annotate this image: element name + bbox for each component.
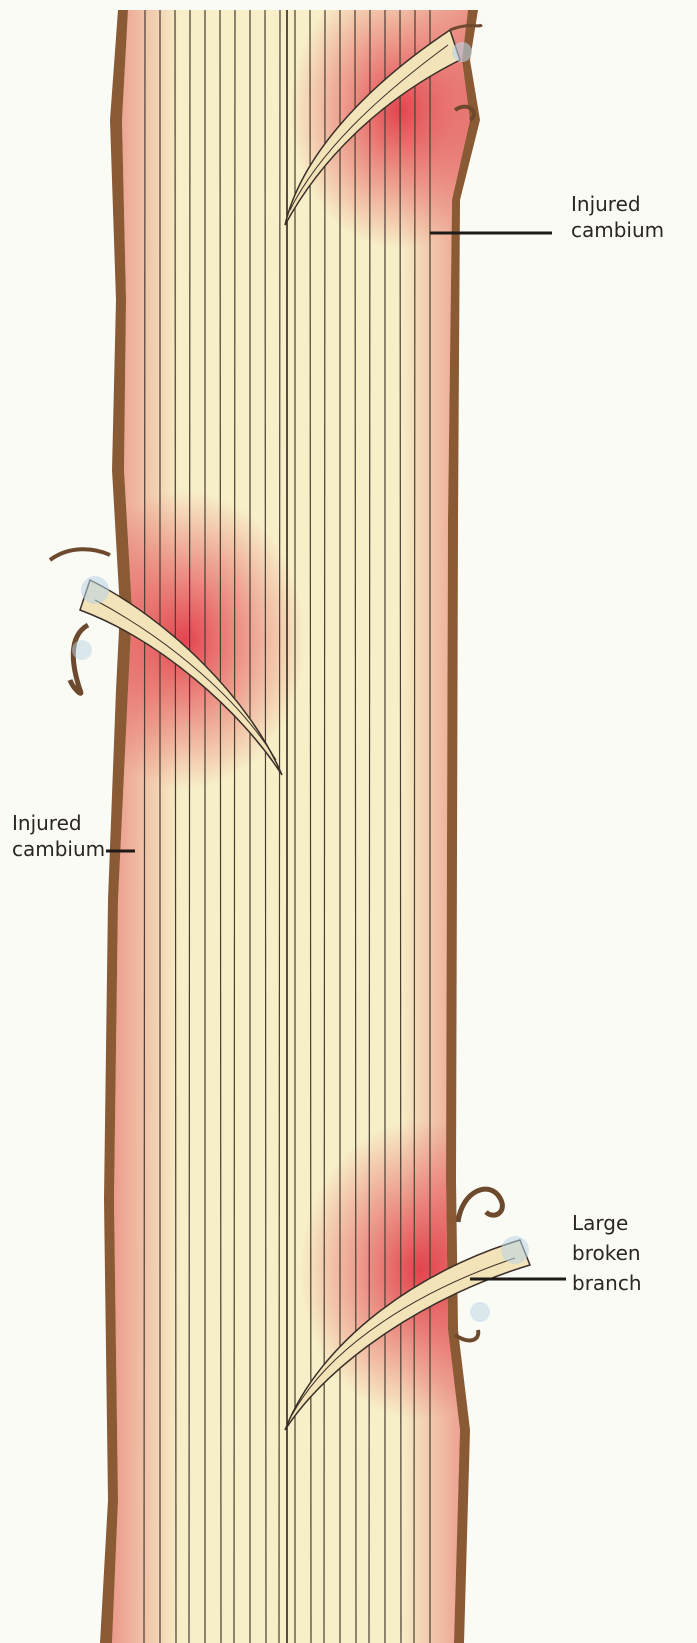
label-injured-cambium-top: Injured cambium	[571, 191, 664, 243]
label-line: Injured	[571, 191, 664, 217]
label-line: broken	[572, 1238, 642, 1268]
middle-knot-red	[65, 490, 305, 790]
label-line: branch	[572, 1268, 642, 1298]
label-line: Injured	[12, 810, 105, 836]
label-injured-cambium-middle: Injured cambium	[12, 810, 105, 862]
label-line: Large	[572, 1208, 642, 1238]
label-line: cambium	[12, 836, 105, 862]
label-large-broken-branch: Large broken branch	[572, 1208, 642, 1298]
label-line: cambium	[571, 217, 664, 243]
